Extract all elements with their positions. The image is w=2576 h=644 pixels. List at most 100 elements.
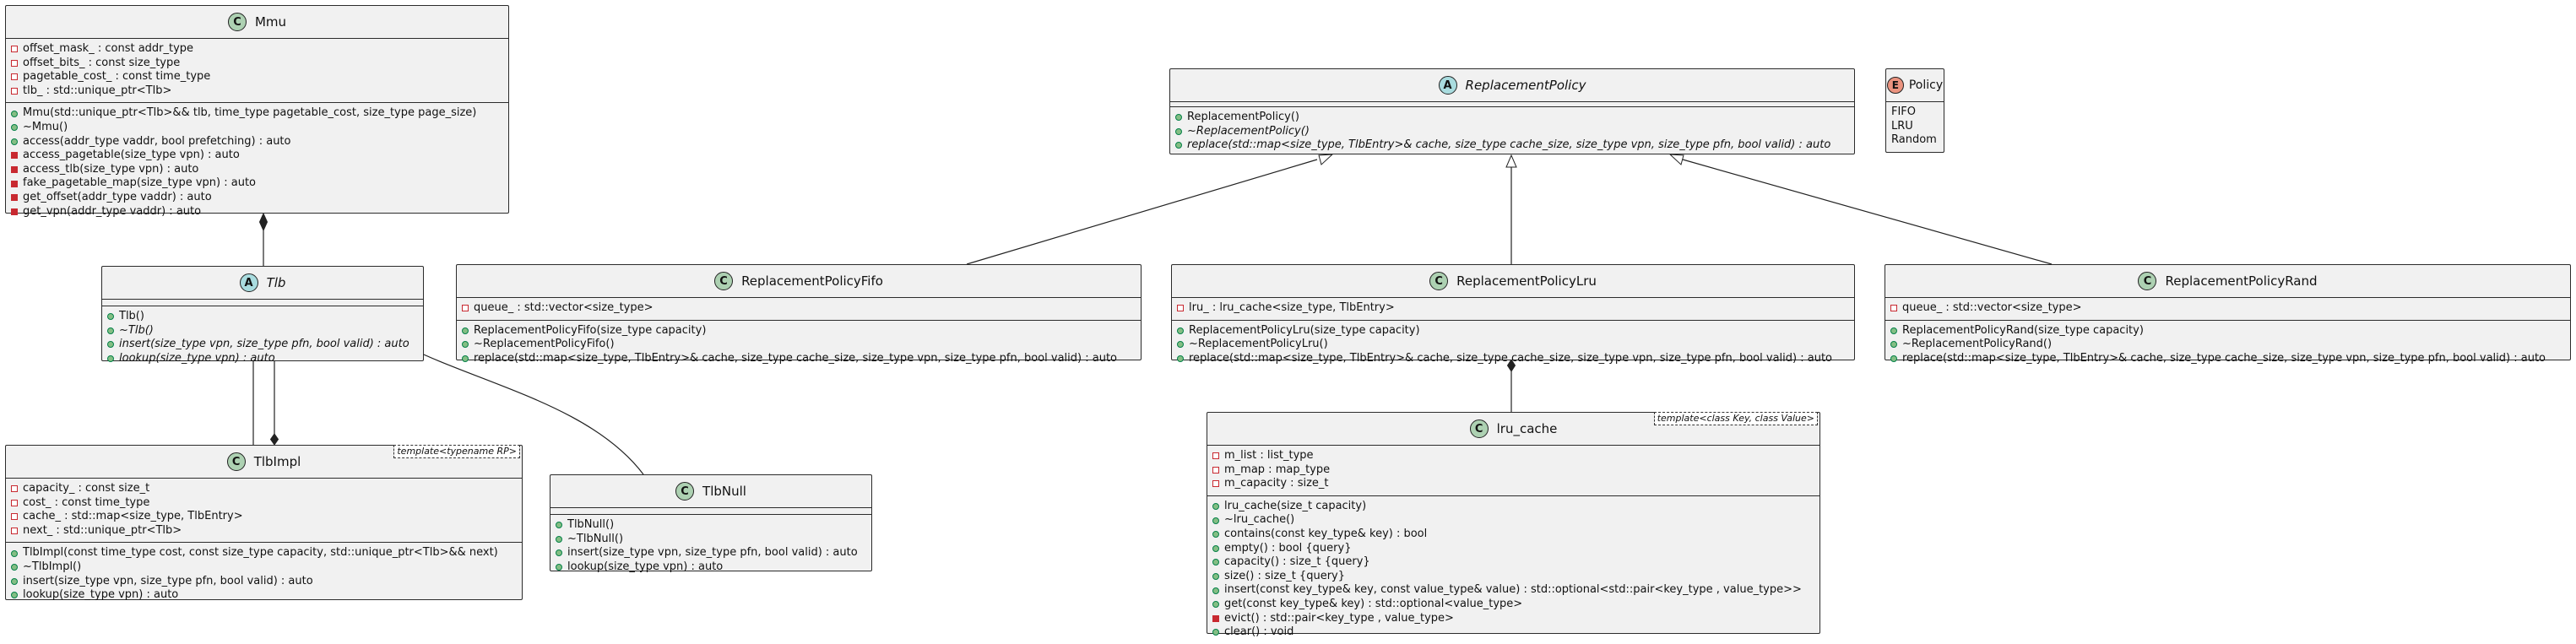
field-row: queue_ : std::vector<size_type> <box>462 301 1136 316</box>
class-name: ReplacementPolicy <box>1465 78 1586 93</box>
method-row: lru_cache(size_t capacity) <box>1212 500 1814 514</box>
public-method-icon <box>1175 114 1182 122</box>
method-row: clear() : void <box>1212 625 1814 640</box>
inheritance-arrow-fifo <box>1318 154 1334 165</box>
class-c-icon: C <box>714 272 734 290</box>
public-method-icon <box>462 327 469 334</box>
method-row: fake_pagetable_map(size_type vpn) : auto <box>11 176 503 191</box>
class-replacementpolicy[interactable]: A ReplacementPolicy ReplacementPolicy() … <box>1169 68 1855 154</box>
public-method-icon <box>1177 355 1184 363</box>
fields-section: m_list : list_type m_map : map_type m_ca… <box>1207 446 1819 495</box>
private-method-icon <box>11 166 18 174</box>
enum-value: LRU <box>1891 119 1913 133</box>
public-method-icon <box>11 124 18 132</box>
public-method-icon <box>11 110 18 117</box>
class-tlbimpl[interactable]: C TlbImpl template<typename RP> capacity… <box>5 445 523 601</box>
method-row: insert(const key_type& key, const value_… <box>1212 583 1814 598</box>
method-row: ~ReplacementPolicyRand() <box>1890 338 2565 352</box>
fields-section: queue_ : std::vector<size_type> <box>457 298 1141 320</box>
method-row: empty() : bool {query} <box>1212 542 1814 556</box>
field-row: m_map : map_type <box>1212 463 1814 478</box>
class-name: TlbImpl <box>253 454 301 469</box>
enum-value: FIFO <box>1891 106 1917 118</box>
class-name: ReplacementPolicyFifo <box>741 273 883 289</box>
field-row: offset_bits_ : const size_type <box>11 57 503 71</box>
class-c-icon: C <box>2138 272 2157 290</box>
public-method-icon <box>1212 601 1219 609</box>
class-mmu[interactable]: C Mmu offset_mask_ : const addr_type off… <box>5 5 509 218</box>
public-method-icon <box>1212 573 1219 581</box>
class-header: C ReplacementPolicyFifo <box>457 265 1141 298</box>
class-replacementpolicylru[interactable]: C ReplacementPolicyLru lru_ : lru_cache<… <box>1171 264 1855 365</box>
private-field-icon <box>11 88 18 95</box>
fields-section <box>102 300 423 306</box>
field-row: pagetable_cost_ : const time_type <box>11 70 503 84</box>
class-header: C ReplacementPolicyLru <box>1172 265 1854 298</box>
field-row: next_ : std::unique_ptr<Tlb> <box>11 524 517 538</box>
public-method-icon <box>11 564 18 571</box>
fields-section: offset_mask_ : const addr_type offset_bi… <box>6 39 508 102</box>
field-row: offset_mask_ : const addr_type <box>11 42 503 57</box>
field-row: m_capacity : size_t <box>1212 477 1814 491</box>
template-parameter: template<class Key, class Value> <box>1653 412 1818 425</box>
method-row: insert(size_type vpn, size_type pfn, boo… <box>107 338 418 352</box>
class-c-icon: C <box>1429 272 1449 290</box>
class-name: ReplacementPolicyLru <box>1456 273 1597 289</box>
public-method-icon <box>556 564 562 571</box>
private-field-icon <box>11 513 18 521</box>
method-row: ~ReplacementPolicy() <box>1175 125 1849 139</box>
class-replacementpolicyfifo[interactable]: C ReplacementPolicyFifo queue_ : std::ve… <box>456 264 1142 365</box>
method-row: lookup(size_type vpn) : auto <box>556 560 866 575</box>
enum-policy[interactable]: E Policy FIFO LRU Random <box>1885 68 1944 153</box>
private-method-icon <box>11 194 18 202</box>
class-header: A ReplacementPolicy <box>1170 69 1854 102</box>
private-field-icon <box>1177 305 1184 312</box>
public-method-icon <box>107 341 114 349</box>
method-row: ~lru_cache() <box>1212 513 1814 528</box>
class-name: ReplacementPolicyRand <box>2165 273 2318 289</box>
method-row: ~TlbNull() <box>556 533 866 547</box>
methods-section: TlbNull() ~TlbNull() insert(size_type vp… <box>550 514 871 578</box>
enum-values-section: FIFO LRU Random <box>1886 102 1944 152</box>
method-row: replace(std::map<size_type, TlbEntry>& c… <box>1890 352 2565 366</box>
method-row: capacity() : size_t {query} <box>1212 555 1814 570</box>
public-method-icon <box>11 138 18 145</box>
public-method-icon <box>107 327 114 334</box>
private-method-icon <box>1212 614 1219 622</box>
class-c-icon: C <box>1469 419 1489 438</box>
field-row: capacity_ : const size_t <box>11 482 517 496</box>
public-method-icon <box>1212 531 1219 538</box>
class-tlb[interactable]: A Tlb Tlb() ~Tlb() insert(size_type vpn,… <box>101 266 424 365</box>
method-row: TlbNull() <box>556 518 866 533</box>
field-row: cost_ : const time_type <box>11 496 517 511</box>
public-method-icon <box>1890 341 1897 349</box>
class-replacementpolicyrand[interactable]: C ReplacementPolicyRand queue_ : std::ve… <box>1885 264 2571 365</box>
class-header: C TlbImpl template<typename RP> <box>6 445 522 479</box>
public-method-icon <box>1212 559 1219 566</box>
method-row: replace(std::map<size_type, TlbEntry>& c… <box>1177 352 1849 366</box>
public-method-icon <box>1212 587 1219 594</box>
methods-section: ReplacementPolicy() ~ReplacementPolicy()… <box>1170 106 1854 157</box>
method-row: ~TlbImpl() <box>11 560 517 575</box>
public-method-icon <box>1890 327 1897 334</box>
public-method-icon <box>1175 142 1182 149</box>
private-field-icon <box>1212 452 1219 460</box>
methods-section: lru_cache(size_t capacity) ~lru_cache() … <box>1207 495 1819 644</box>
method-row: ~Tlb() <box>107 324 418 338</box>
methods-section: TlbImpl(const time_type cost, const size… <box>6 542 522 606</box>
abstract-class-icon: A <box>239 273 258 292</box>
fields-section <box>550 508 871 514</box>
class-lru-cache[interactable]: C lru_cache template<class Key, class Va… <box>1207 412 1820 638</box>
method-row: ~ReplacementPolicyLru() <box>1177 338 1849 352</box>
method-row: get_offset(addr_type vaddr) : auto <box>11 191 503 205</box>
class-name: Tlb <box>266 275 286 290</box>
class-tlbnull[interactable]: C TlbNull TlbNull() ~TlbNull() insert(si… <box>550 474 872 573</box>
method-row: get_vpn(addr_type vaddr) : auto <box>11 205 503 219</box>
public-method-icon <box>1177 341 1184 349</box>
public-method-icon <box>1212 629 1219 636</box>
class-header: C lru_cache template<class Key, class Va… <box>1207 412 1819 446</box>
class-c-icon: C <box>675 482 695 501</box>
methods-section <box>1886 151 1944 158</box>
fields-section: capacity_ : const size_t cost_ : const t… <box>6 479 522 542</box>
method-row: evict() : std::pair<key_type , value_typ… <box>1212 612 1814 626</box>
